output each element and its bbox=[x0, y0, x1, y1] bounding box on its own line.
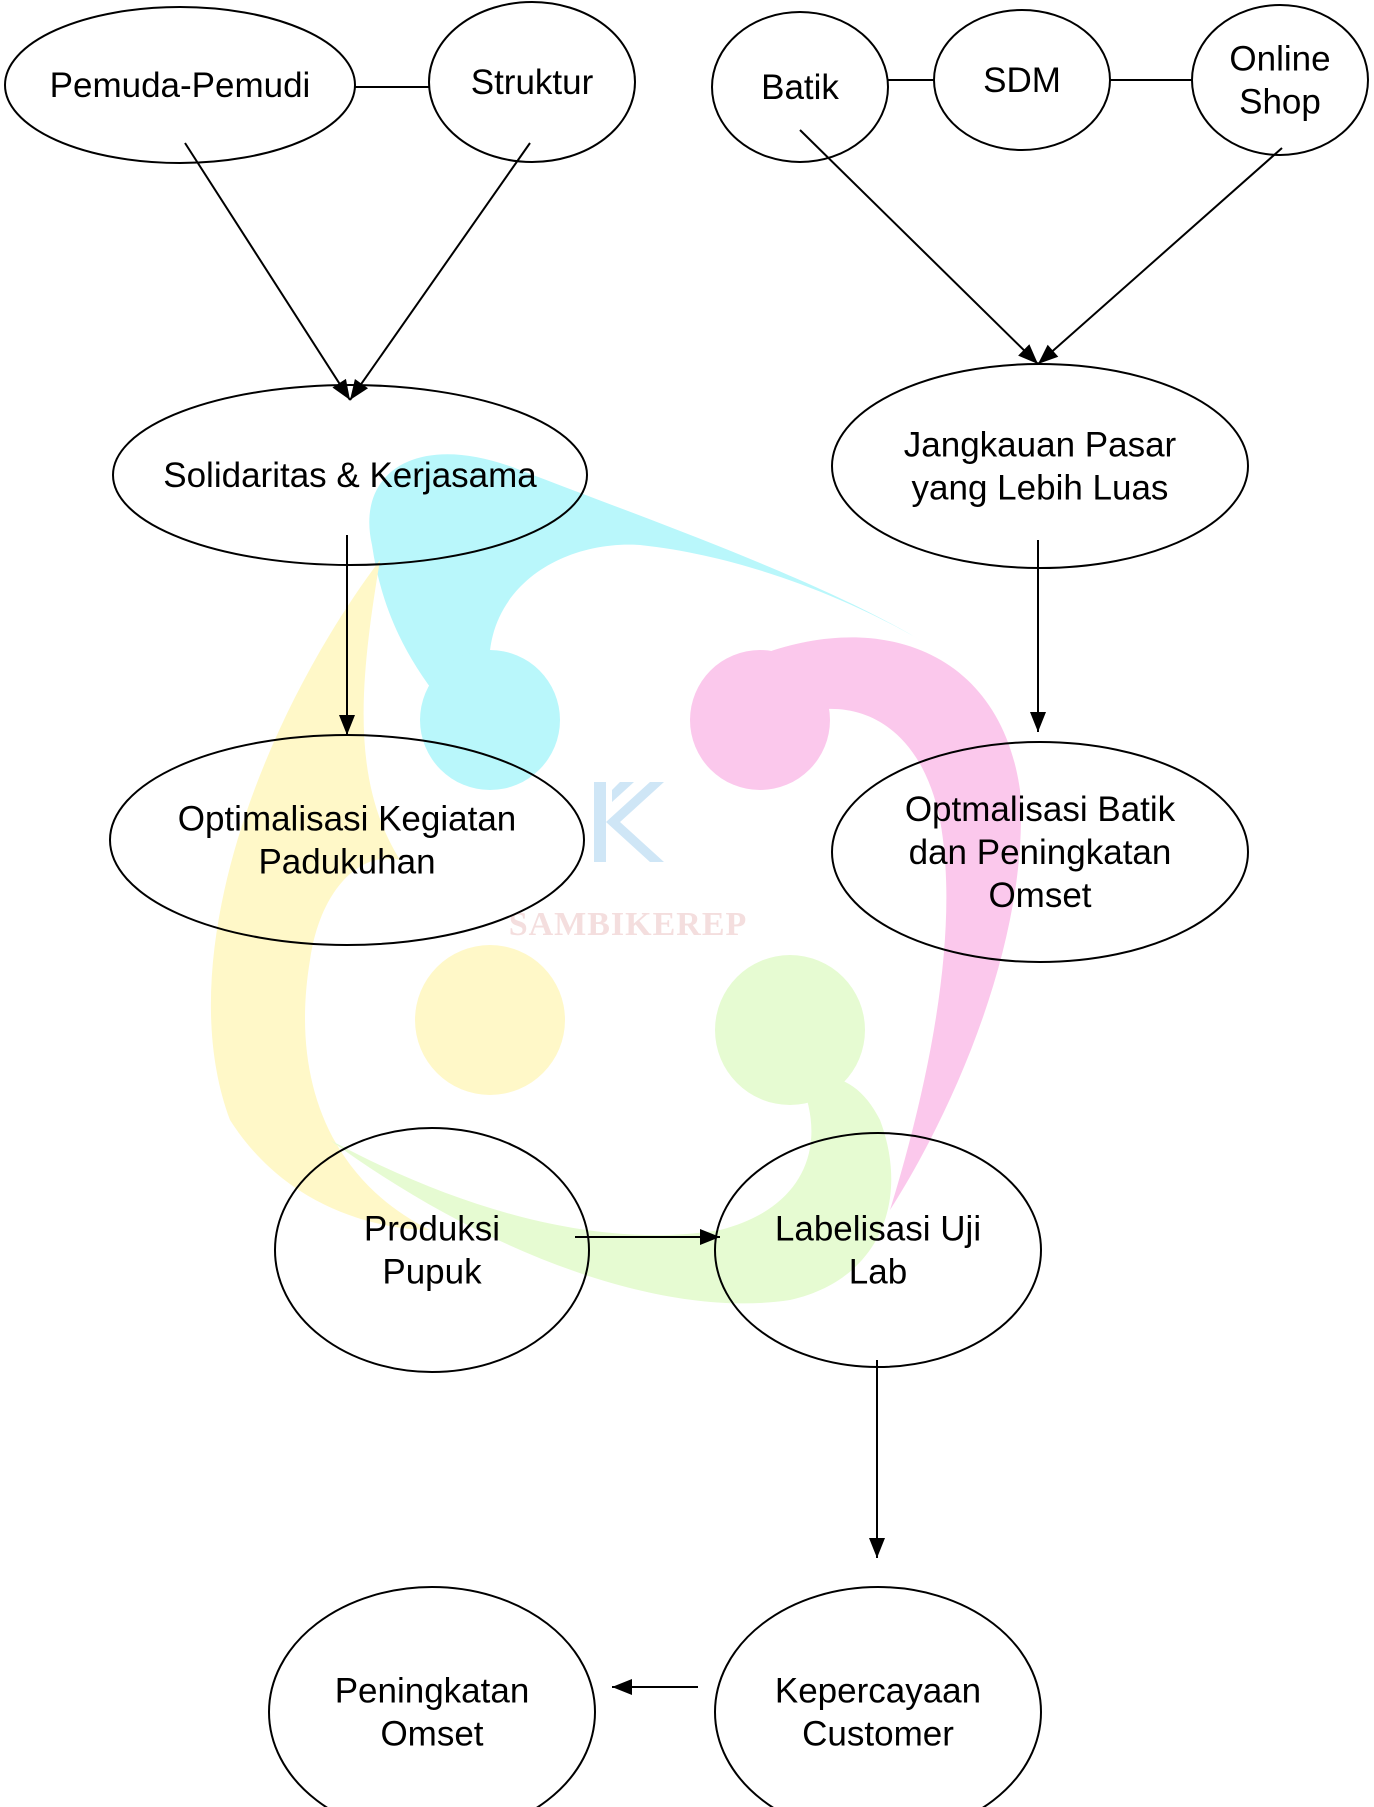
edge-online-jangkauan bbox=[1037, 147, 1283, 365]
watermark-pink-swirl bbox=[760, 637, 1021, 1210]
node-ellipse bbox=[4, 6, 356, 164]
arrowhead-icon bbox=[700, 1229, 720, 1245]
arrowhead-icon bbox=[332, 378, 350, 400]
node-label: Optimalisasi Kegiatan bbox=[178, 800, 517, 839]
node-ellipse bbox=[831, 363, 1249, 569]
arrowhead-icon bbox=[350, 379, 369, 400]
edge-pemuda-solidaritas bbox=[184, 142, 351, 401]
node-label: Batik bbox=[761, 68, 839, 107]
node-ellipse bbox=[711, 11, 889, 163]
node-label: Omset bbox=[380, 1715, 483, 1754]
node-solidaritas: Solidaritas & Kerjasama bbox=[112, 384, 588, 566]
arrowhead-icon bbox=[869, 1538, 885, 1558]
edge-produksi-labelisasi bbox=[575, 1229, 720, 1245]
node-label: Lab bbox=[849, 1253, 907, 1292]
edge-labelisasi-kepercayaan bbox=[869, 1360, 885, 1558]
node-label: Online bbox=[1229, 40, 1330, 79]
node-ellipse bbox=[933, 9, 1111, 151]
node-ellipse bbox=[428, 1, 636, 163]
node-struktur: Struktur bbox=[428, 1, 636, 163]
node-ellipse bbox=[714, 1586, 1042, 1807]
watermark-yellow-dot bbox=[415, 945, 565, 1095]
edge-line bbox=[799, 129, 1039, 365]
node-label: Labelisasi Uji bbox=[775, 1210, 981, 1249]
node-label: Optmalisasi Batik bbox=[905, 790, 1176, 829]
node-label: dan Peningkatan bbox=[909, 833, 1172, 872]
node-label: Peningkatan bbox=[335, 1672, 530, 1711]
node-label: Pemuda-Pemudi bbox=[50, 66, 311, 105]
watermark-cyan-dot bbox=[420, 650, 560, 790]
node-ellipse bbox=[112, 384, 588, 566]
node-pemuda: Pemuda-Pemudi bbox=[4, 6, 356, 164]
node-label: Padukuhan bbox=[258, 843, 435, 882]
edge-line bbox=[184, 142, 351, 401]
node-ellipse bbox=[274, 1127, 590, 1373]
node-ellipse bbox=[831, 741, 1249, 963]
watermark-green-swirl bbox=[330, 1076, 892, 1304]
arrowhead-icon bbox=[1018, 344, 1038, 364]
arrowhead-icon bbox=[1030, 712, 1046, 732]
arrowhead-icon bbox=[1038, 344, 1059, 364]
arrowhead-icon bbox=[612, 1679, 632, 1695]
node-batik: Batik bbox=[711, 11, 889, 163]
watermark-green-dot bbox=[715, 955, 865, 1105]
node-label: Omset bbox=[988, 876, 1091, 915]
node-label: Produksi bbox=[364, 1210, 500, 1249]
edge-jangkauan-optmalisasi_batik bbox=[1030, 540, 1046, 732]
edge-kepercayaan-peningkatan bbox=[612, 1679, 698, 1695]
node-label: yang Lebih Luas bbox=[912, 469, 1169, 508]
watermark-k-mark bbox=[594, 782, 664, 862]
node-ellipse bbox=[268, 1586, 596, 1807]
node-ellipse bbox=[1191, 4, 1369, 156]
watermark-cyan-swirl bbox=[369, 454, 920, 700]
node-jangkauan: Jangkauan Pasar yang Lebih Luas bbox=[831, 363, 1249, 569]
edge-line bbox=[349, 142, 531, 401]
watermark-yellow-swirl bbox=[210, 560, 430, 1230]
node-label: Pupuk bbox=[382, 1253, 482, 1292]
node-label: Shop bbox=[1239, 83, 1321, 122]
arrowhead-icon bbox=[339, 715, 355, 735]
watermark-logo-text: SAMBIKEREP bbox=[509, 906, 748, 943]
node-label: Customer bbox=[802, 1715, 954, 1754]
node-sdm: SDM bbox=[933, 9, 1111, 151]
node-ellipse bbox=[109, 734, 585, 946]
watermark-pink-dot bbox=[690, 650, 830, 790]
node-label: Solidaritas & Kerjasama bbox=[163, 456, 537, 495]
edge-line bbox=[1037, 147, 1283, 365]
edge-batik-jangkauan bbox=[799, 129, 1039, 365]
node-label: Jangkauan Pasar bbox=[904, 426, 1177, 465]
node-label: Kepercayaan bbox=[775, 1672, 981, 1711]
node-ellipse bbox=[714, 1132, 1042, 1368]
node-label: Struktur bbox=[471, 63, 594, 102]
node-label: SDM bbox=[983, 61, 1061, 100]
edge-struktur-solidaritas bbox=[349, 142, 531, 401]
edge-solidaritas-optimalisasi bbox=[339, 535, 355, 735]
sambikerep-watermark: SAMBIKEREP bbox=[210, 454, 1021, 1304]
